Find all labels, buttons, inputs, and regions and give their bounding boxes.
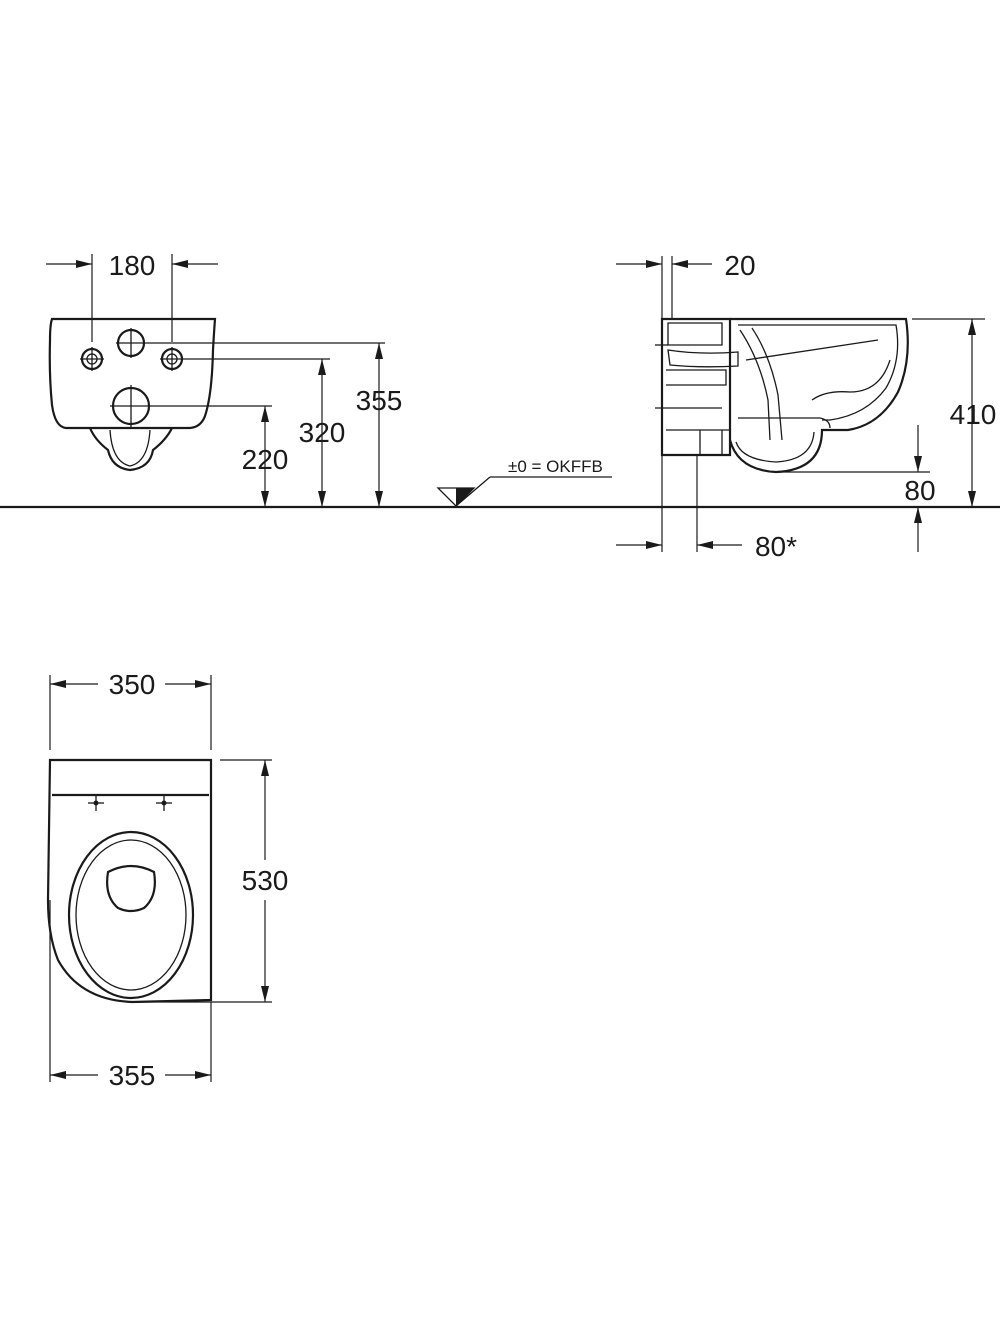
label-220: 220 <box>242 444 289 475</box>
dim-total-height: 410 <box>912 318 997 508</box>
dim-bottom-clearance: 80 <box>776 425 936 552</box>
label-320: 320 <box>299 417 346 448</box>
side-view: 20 410 80 80* <box>616 250 996 562</box>
label-20: 20 <box>724 250 755 281</box>
fixing-hole-right <box>160 347 184 371</box>
dim-width-top: 350 <box>49 669 212 750</box>
label-350: 350 <box>109 669 156 700</box>
side-view-mount <box>660 317 732 457</box>
seat-fixing-right <box>156 795 172 811</box>
dim-wall-gap: 20 <box>616 250 756 319</box>
inlet-hole <box>116 328 146 358</box>
dim-depth: 530 <box>132 759 289 1003</box>
drain-opening <box>106 864 156 913</box>
fixing-hole-left <box>80 347 104 371</box>
label-80-star: 80* <box>755 531 797 562</box>
label-355-width: 355 <box>109 1060 156 1091</box>
front-view: 180 220 320 355 <box>46 250 402 507</box>
label-355-height: 355 <box>356 385 403 416</box>
dim-upper-holes-height: 320 <box>299 359 346 507</box>
label-180: 180 <box>109 250 156 281</box>
dim-top-hole-height: 355 <box>356 343 403 507</box>
dim-wall-offset: 80* <box>616 455 797 562</box>
floor-level-note: ±0 = OKFFB <box>508 457 603 476</box>
dim-outlet-height: 220 <box>242 406 289 507</box>
top-view-outline <box>46 758 213 1004</box>
label-80: 80 <box>904 475 935 506</box>
label-410: 410 <box>950 399 997 430</box>
seat-fixing-left <box>88 795 104 811</box>
front-view-outline <box>48 317 217 430</box>
floor-level-marker: ±0 = OKFFB <box>436 457 612 507</box>
front-view-trap <box>88 427 173 472</box>
outlet-hole <box>110 385 152 427</box>
label-530: 530 <box>242 865 289 896</box>
top-view: 350 530 355 <box>46 669 289 1091</box>
dim-width-bottom: 355 <box>49 900 212 1091</box>
dim-hole-spacing: 180 <box>46 250 218 342</box>
bowl-rim <box>67 830 195 1000</box>
side-view-bowl <box>728 317 909 474</box>
